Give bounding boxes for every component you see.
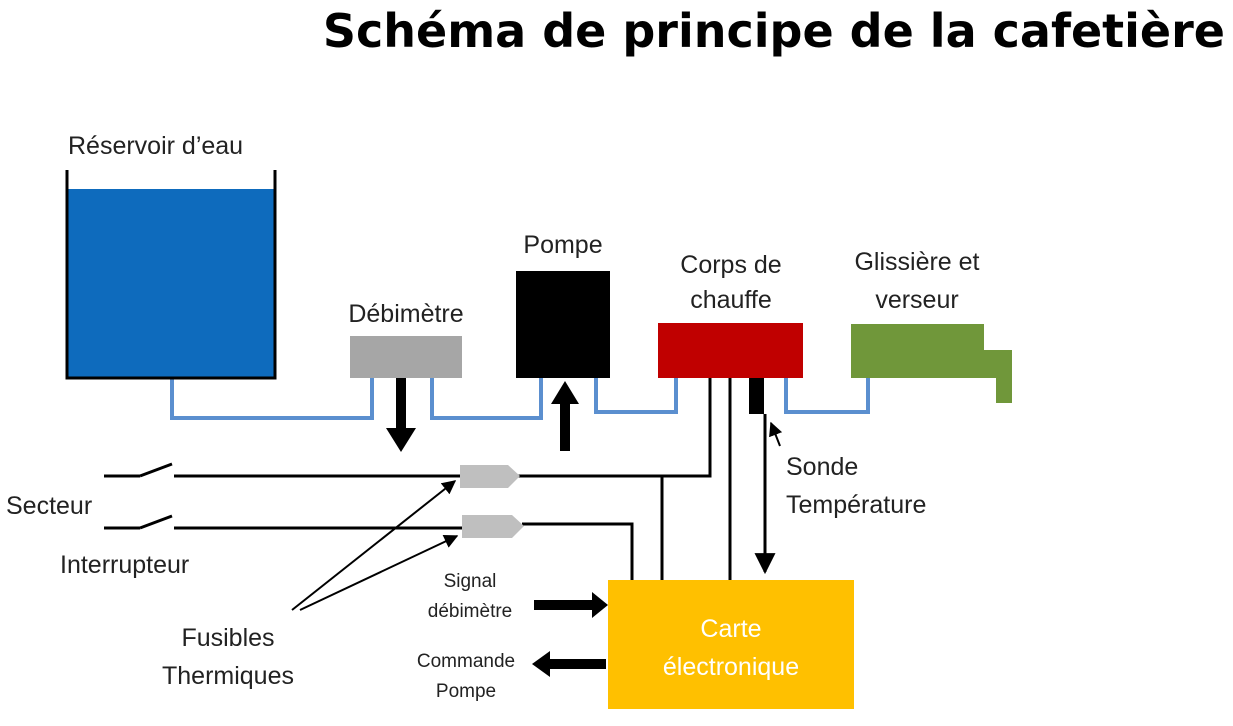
carte-electronique: Carte électronique xyxy=(608,580,854,709)
pompe-arrow-head xyxy=(551,381,579,404)
debimetre-box xyxy=(350,336,462,378)
debimetre: Débimètre xyxy=(348,300,464,452)
sonde: Sonde Température xyxy=(769,421,926,519)
sonde-label-line2: Température xyxy=(786,491,926,519)
corps-de-chauffe: Corps de chauffe xyxy=(658,251,803,414)
secteur-label: Secteur xyxy=(6,492,92,520)
pompe-label: Pompe xyxy=(523,231,602,259)
carte-label-line2: électronique xyxy=(663,653,799,681)
wire-top-to-corps xyxy=(518,378,712,478)
signal-arrow-shaft xyxy=(534,600,594,610)
debimetre-arrow-shaft xyxy=(396,378,406,430)
sonde-pointer xyxy=(769,421,783,447)
commande-arrow-head xyxy=(532,651,550,677)
pipe-reservoir-debimetre xyxy=(170,378,374,420)
debimetre-label: Débimètre xyxy=(348,300,463,328)
carte-label-line1: Carte xyxy=(700,615,761,643)
reservoir-water xyxy=(67,189,275,377)
sonde-label-line1: Sonde xyxy=(786,453,858,481)
pompe: Pompe xyxy=(516,231,610,451)
debimetre-arrow-head xyxy=(386,428,416,452)
pompe-box xyxy=(516,271,610,378)
wire-bottom-to-carte xyxy=(522,522,634,580)
interrupteur-label: Interrupteur xyxy=(60,551,189,579)
fuse-bottom xyxy=(462,515,524,538)
sonde-probe xyxy=(749,378,764,414)
reservoir-walls xyxy=(65,170,277,380)
electrical-wires xyxy=(104,378,732,580)
pompe-arrow-shaft xyxy=(560,402,570,451)
signal-arrow xyxy=(534,592,608,618)
reservoir-label: Réservoir d’eau xyxy=(68,132,243,160)
pointer-to-fuse-top xyxy=(291,480,457,611)
reservoir: Réservoir d’eau xyxy=(65,132,277,380)
fusibles-pointers xyxy=(291,480,459,611)
commande-label-line1: Commande xyxy=(417,651,515,672)
glissiere-label-line1: Glissière et xyxy=(854,248,979,276)
fusibles-label-line2: Thermiques xyxy=(162,662,294,690)
glissiere-shape xyxy=(851,324,1012,403)
glissiere: Glissière et verseur xyxy=(851,248,1012,403)
commande-label-line2: Pompe xyxy=(436,681,496,702)
corps-box xyxy=(658,323,803,378)
corps-label-line2: chauffe xyxy=(690,286,772,314)
fusibles-label-line1: Fusibles xyxy=(181,624,274,652)
carte-box xyxy=(608,580,854,709)
secteur-switch-bottom xyxy=(139,514,173,530)
signal-label-line2: débimètre xyxy=(428,601,513,622)
pipe-corps-glissiere xyxy=(784,378,870,414)
commande-arrow-shaft xyxy=(548,659,606,669)
diagram-title: Schéma de principe de la cafetière xyxy=(322,4,1225,58)
pipe-debimetre-pompe xyxy=(430,378,543,420)
pointer-to-fuse-bottom xyxy=(299,535,459,611)
corps-label-line1: Corps de xyxy=(680,251,781,279)
pipe-pompe-corps xyxy=(594,378,678,414)
commande-arrow xyxy=(532,651,606,677)
glissiere-label-line2: verseur xyxy=(875,286,958,314)
secteur-switch-top xyxy=(139,462,173,478)
water-pipes xyxy=(170,378,870,420)
signal-arrow-head xyxy=(592,592,608,618)
signal-label-line1: Signal xyxy=(444,571,497,592)
fuse-top xyxy=(460,465,520,488)
